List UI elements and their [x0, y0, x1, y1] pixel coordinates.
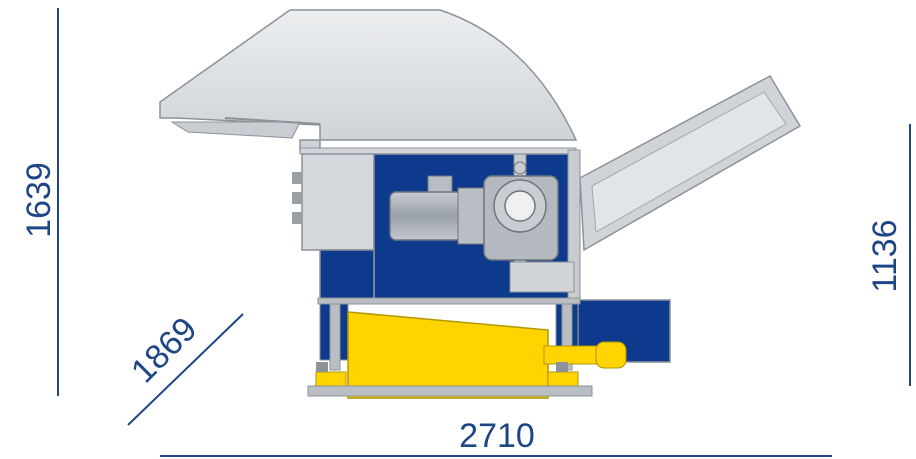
- outlet-height-dimension-label: 1136: [866, 219, 904, 292]
- height-dimension-label: 1639: [20, 162, 58, 238]
- depth-dimension-line: [127, 313, 244, 426]
- hopper: [159, 9, 578, 155]
- width-dimension-label: 2710: [459, 417, 535, 455]
- gearbox: [483, 161, 559, 261]
- drive-motor: [389, 175, 493, 245]
- machine-feet: [307, 362, 593, 397]
- dimension-lines: [57, 8, 911, 457]
- side-cover: [292, 153, 375, 251]
- collection-tray: [347, 311, 627, 399]
- base-frame: [317, 297, 581, 371]
- discharge-conveyor: [579, 75, 802, 252]
- depth-dimension-label: 1869: [124, 310, 204, 390]
